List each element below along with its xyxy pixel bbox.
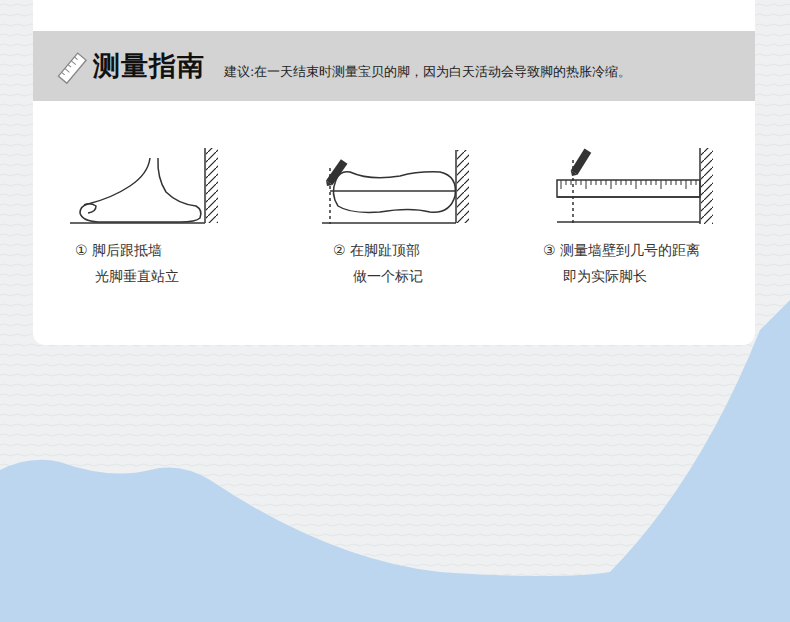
foot-side-view <box>70 148 218 223</box>
step-caption: ① 脚后跟抵墙 光脚垂直站立 <box>75 237 230 289</box>
step-caption: ③ 测量墙壁到几号的距离 即为实际脚长 <box>543 237 753 289</box>
ruler-icon <box>58 53 86 83</box>
note-text: 建议:在一天结束时测量宝贝的脚，因为白天活动会导致脚的热胀冷缩。 <box>224 63 631 81</box>
step-caption: ② 在脚趾顶部 做一个标记 <box>333 237 478 289</box>
ruler-measure <box>557 148 713 224</box>
title: 测量指南 <box>93 48 205 84</box>
foot-top-view <box>322 150 469 224</box>
